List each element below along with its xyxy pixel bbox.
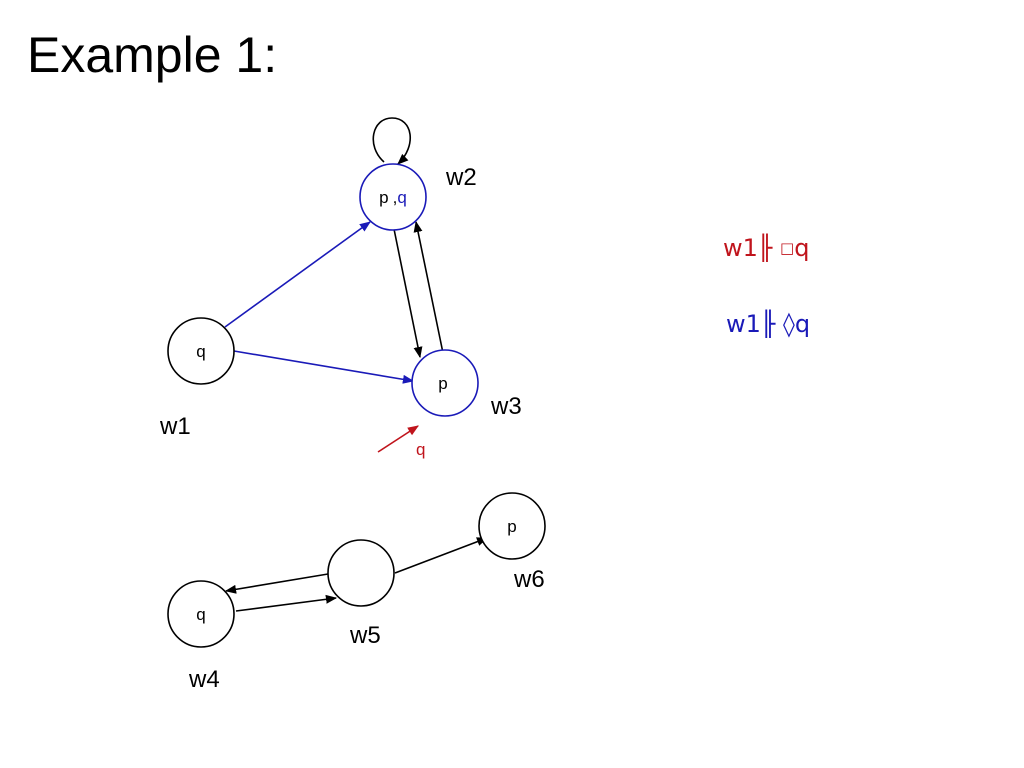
world-w6-circle [478, 492, 546, 560]
slide-title: Example 1: [27, 27, 278, 83]
edge-w1-w2 [224, 221, 371, 328]
world-label-w1: w1 [159, 413, 191, 440]
world-label-w3: w3 [490, 393, 522, 420]
edge-w5-w6 [394, 537, 489, 574]
world-w6-prop: p [507, 517, 516, 536]
world-label-w2: w2 [445, 164, 477, 191]
world-w2-prop-p: p [379, 188, 388, 207]
annotation-arrow [377, 425, 419, 453]
edge-w5-w4 [224, 573, 329, 594]
world-w6: p [478, 492, 546, 560]
world-w3-prop: p [438, 374, 447, 393]
edge-w3-w2 [413, 220, 444, 354]
world-w1-prop: q [196, 342, 205, 361]
world-w4-prop: q [196, 605, 205, 624]
world-w4-circle [167, 580, 235, 648]
edge-w2-w3 [393, 228, 423, 359]
formula-box-prop: q [794, 234, 810, 262]
edge-w1-w3 [233, 350, 415, 384]
formula-diamond-world: w1 [726, 310, 761, 338]
forces-icon: ╟ [760, 310, 776, 338]
world-w2-prop-q: q [397, 188, 406, 207]
diamond-modal-icon: ◊ [783, 310, 795, 338]
box-modal-icon: □ [780, 239, 795, 257]
annotation-label: q [416, 440, 425, 459]
world-label-w6: w6 [513, 566, 545, 593]
edge-w4-w5 [235, 594, 338, 612]
world-w3: p [411, 349, 479, 417]
forces-icon: ╟ [757, 234, 773, 262]
world-w2-circle [359, 163, 427, 231]
world-w3-circle [411, 349, 479, 417]
world-w2-prop-sep: , [393, 188, 398, 207]
world-label-w5: w5 [349, 622, 381, 649]
world-w1-circle [167, 317, 235, 385]
world-w5-circle [327, 539, 395, 607]
world-label-w4: w4 [188, 666, 220, 693]
world-w2: p,q [359, 163, 427, 231]
world-w4: q [167, 580, 235, 648]
world-w5 [327, 539, 395, 607]
formula-diamond-prop: q [794, 310, 811, 338]
formula-diamond-q: w1╟ ◊q [726, 312, 810, 336]
formula-box-q: w1╟ □q [723, 236, 809, 260]
world-w2-props: p,q [379, 188, 407, 207]
world-w1: q [167, 317, 235, 385]
edge-w2-w2-loop [372, 117, 412, 165]
formula-box-world: w1 [723, 234, 758, 262]
